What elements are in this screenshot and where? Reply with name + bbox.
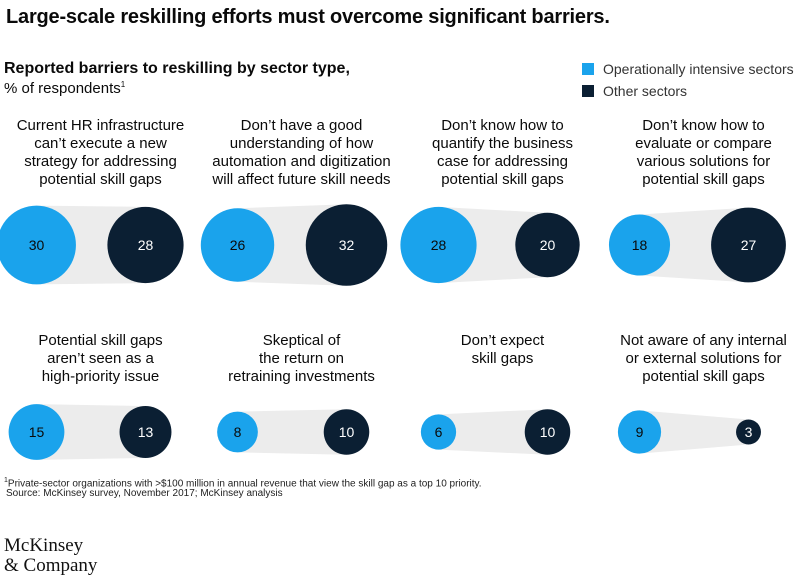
- bubble-other-sectors: [323, 409, 370, 455]
- panel-title-line: Skeptical of: [263, 332, 341, 349]
- legend: Operationally intensive sectors Other se…: [582, 58, 794, 102]
- value-label-other-sectors: 10: [339, 424, 355, 440]
- value-label-other-sectors: 27: [741, 237, 757, 253]
- bubble-other-sectors: [524, 409, 571, 455]
- panel-title-line: can’t execute a new: [34, 135, 167, 152]
- legend-swatch-other-sectors: [582, 85, 594, 97]
- bubble-operationally-intensive: [400, 206, 477, 284]
- bubble-other-sectors: [119, 406, 172, 458]
- panel-title-line: Don’t expect: [461, 332, 545, 349]
- mckinsey-logo: McKinsey & Company: [4, 536, 97, 576]
- value-label-other-sectors: 10: [540, 424, 556, 440]
- panel-title-line: Current HR infrastructure: [17, 117, 185, 134]
- panel-title-line: understanding of how: [230, 135, 374, 152]
- panel-title-line: evaluate or compare: [635, 135, 772, 152]
- value-label-other-sectors: 32: [339, 237, 355, 253]
- panel-title-line: will affect future skill needs: [211, 171, 390, 188]
- bubble-other-sectors: [515, 212, 580, 278]
- value-label-other-sectors: 28: [138, 237, 154, 253]
- panel-title-line: retraining investments: [228, 368, 375, 385]
- footnote: 1Private-sector organizations with >$100…: [4, 474, 482, 490]
- value-label-operationally-intensive: 15: [29, 424, 45, 440]
- bubble-other-sectors: [711, 207, 786, 283]
- bubble-operationally-intensive: [420, 414, 457, 450]
- panel-title-line: strategy for addressing: [24, 153, 177, 170]
- unit-footnote-marker: 1: [120, 80, 126, 89]
- bubble-connector: [36, 404, 146, 460]
- panel-title-line: aren’t seen as a: [47, 350, 154, 367]
- bubble-operationally-intensive: [200, 208, 275, 282]
- logo-line-1: McKinsey: [4, 535, 84, 556]
- bubble-connector: [639, 410, 749, 454]
- value-label-operationally-intensive: 8: [234, 424, 242, 440]
- bubble-operationally-intensive: [217, 411, 258, 453]
- bubble-connector: [438, 409, 548, 455]
- legend-item-operationally-intensive: Operationally intensive sectors: [582, 58, 794, 80]
- chart-unit: % of respondents1: [4, 80, 125, 97]
- value-label-operationally-intensive: 26: [230, 237, 246, 253]
- panel-title-line: Don’t know how to: [441, 117, 564, 134]
- chart-headline: Large-scale reskilling efforts must over…: [6, 6, 610, 28]
- logo-line-2: & Company: [4, 555, 98, 576]
- panel-title-line: automation and digitization: [212, 153, 390, 170]
- panel-title-line: the return on: [259, 350, 344, 367]
- legend-label-other-sectors: Other sectors: [603, 83, 688, 99]
- value-label-other-sectors: 20: [540, 237, 556, 253]
- panel-title-line: potential skill gaps: [39, 171, 162, 188]
- panel-title-line: or external solutions for: [626, 350, 782, 367]
- panel-title-line: potential skill gaps: [441, 171, 564, 188]
- footnote-marker: 1: [4, 477, 8, 484]
- panel-title-line: Potential skill gaps: [38, 332, 162, 349]
- bubble-connector: [237, 409, 347, 455]
- unit-text: % of respondents: [4, 80, 121, 97]
- panel-title-line: Don’t know how to: [642, 117, 765, 134]
- value-label-other-sectors: 13: [138, 424, 154, 440]
- panel-title-line: Not aware of any internal: [620, 332, 787, 349]
- footnote-text: Private-sector organizations with >$100 …: [7, 478, 482, 490]
- bubble-operationally-intensive: [617, 410, 662, 454]
- value-label-other-sectors: 3: [745, 424, 753, 440]
- value-label-operationally-intensive: 9: [636, 424, 644, 440]
- panel-title-line: various solutions for: [637, 153, 770, 170]
- panel-title-line: Don’t have a good: [241, 117, 363, 134]
- value-label-operationally-intensive: 18: [632, 237, 648, 253]
- panel-title-line: high-priority issue: [42, 368, 160, 385]
- value-label-operationally-intensive: 28: [431, 237, 447, 253]
- value-label-operationally-intensive: 6: [435, 424, 443, 440]
- source-note: Source: McKinsey survey, November 2017; …: [6, 488, 283, 499]
- bubble-operationally-intensive: [8, 404, 65, 460]
- legend-item-other-sectors: Other sectors: [582, 80, 794, 102]
- panel-title-line: potential skill gaps: [642, 171, 765, 188]
- legend-label-operationally-intensive: Operationally intensive sectors: [603, 61, 794, 77]
- legend-swatch-operationally-intensive: [582, 63, 594, 75]
- panel-title-line: potential skill gaps: [642, 368, 765, 385]
- bubble-operationally-intensive: [0, 205, 76, 285]
- value-label-operationally-intensive: 30: [29, 237, 45, 253]
- bubble-other-sectors: [305, 204, 388, 286]
- panel-title-line: quantify the business: [432, 135, 573, 152]
- bubble-operationally-intensive: [608, 214, 671, 276]
- chart-subtitle: Reported barriers to reskilling by secto…: [4, 60, 350, 77]
- panel-title-line: skill gaps: [472, 350, 534, 367]
- bubble-other-sectors: [107, 206, 184, 284]
- panel-title-line: case for addressing: [437, 153, 568, 170]
- bubble-other-sectors: [736, 419, 761, 445]
